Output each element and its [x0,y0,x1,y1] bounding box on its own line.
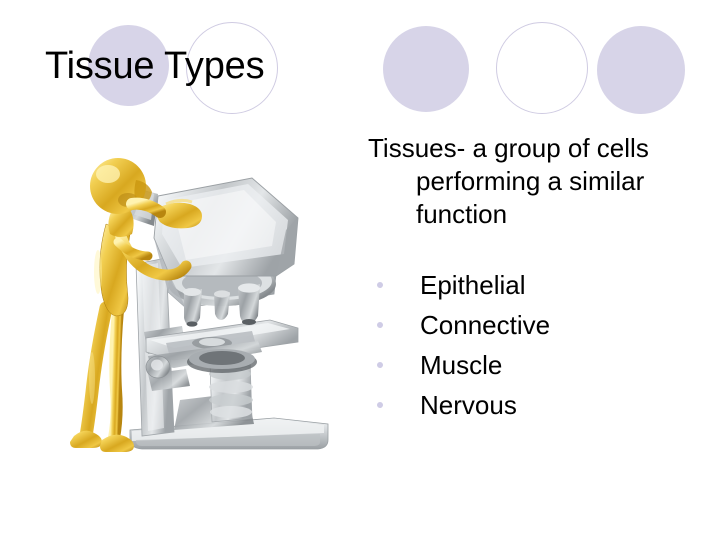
gold-figure-using-microscope-image [62,142,360,454]
bullet-dot-icon [377,322,383,328]
list-item-label: Epithelial [420,270,526,300]
list-item: Epithelial [368,265,708,305]
decorative-circle-5 [597,26,685,114]
bullet-dot-icon [377,282,383,288]
bullet-dot-icon [377,402,383,408]
list-item: Nervous [368,385,708,425]
list-item: Connective [368,305,708,345]
list-item-label: Connective [420,310,551,340]
body-content: Tissues- a group of cells performing a s… [368,132,708,425]
decorative-circle-4 [496,22,588,114]
decorative-circle-3 [383,26,469,112]
bullet-dot-icon [377,362,383,368]
slide-title: Tissue Types [45,45,265,87]
list-item-label: Nervous [420,390,517,420]
intro-paragraph: Tissues- a group of cells performing a s… [368,133,657,229]
list-item: Muscle [368,345,708,385]
tissue-type-list: Epithelial Connective Muscle Nervous [368,265,708,425]
decorative-circle-1 [88,25,169,106]
list-item-label: Muscle [420,350,503,380]
decorative-circle-2 [186,22,278,114]
